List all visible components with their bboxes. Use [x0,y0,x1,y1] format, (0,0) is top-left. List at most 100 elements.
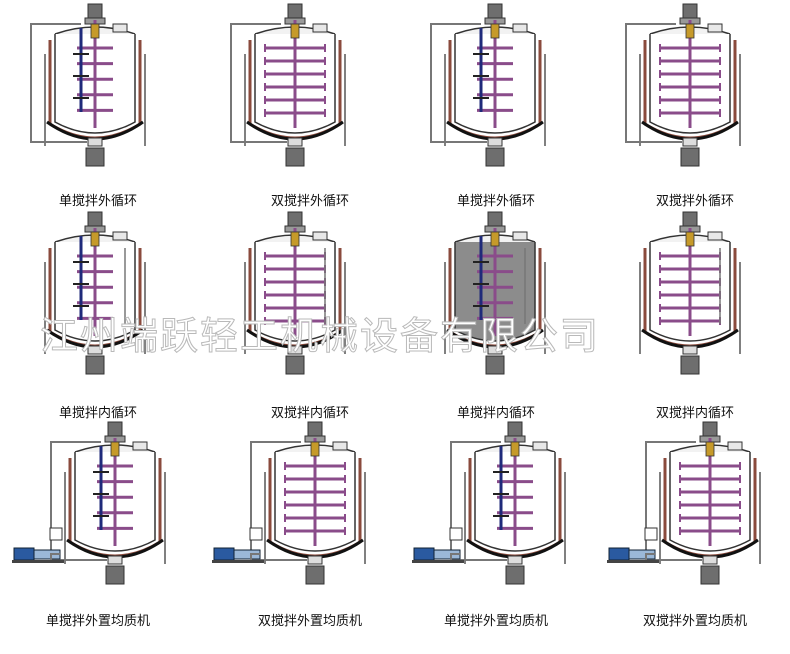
reactor-diagram [639,211,741,375]
pump-motor-icon [413,547,435,561]
reactor-caption: 双搅拌内循环 [270,406,350,421]
shaft-seal [290,231,300,247]
reactor-diagram [12,421,166,585]
shaft-seal [90,231,100,247]
top-motor-icon [287,211,303,227]
external-circulation-pipe [645,441,702,561]
top-motor-icon [307,421,323,437]
bottom-valve-icon [702,555,718,565]
pump-pipe [50,553,60,560]
bottom-homogenizer-motor-icon [680,355,700,375]
bottom-valve-icon [487,137,503,147]
pump-motor-icon [608,547,630,561]
pump-pipe [450,553,460,560]
pump-base [607,560,659,563]
reactor-caption: 单搅拌内循环 [58,406,138,421]
manhole-icon [312,231,328,241]
external-homogenizer-pump [412,527,464,563]
reactor-vessel [450,421,566,585]
external-circulation-pipe [250,441,307,561]
reactor-vessel [639,211,741,375]
reactor-diagram [44,211,146,375]
reactor-item [410,2,600,177]
manhole-icon [707,23,723,33]
top-motor-icon [487,3,503,19]
bottom-valve-icon [107,555,123,565]
manhole-icon [312,23,328,33]
manhole-icon [132,441,148,451]
top-motor-icon [287,3,303,19]
reactor-item [605,420,790,595]
reactor-vessel [430,3,546,167]
top-motor-icon [702,421,718,437]
shaft-seal [90,23,100,39]
reactor-caption: 单搅拌外置均质机 [45,614,151,629]
company-watermark: 江州端跃轻工机械设备有限公司 [39,314,601,359]
pump-motor-icon [213,547,235,561]
external-circulation-pipe [30,23,87,143]
manhole-icon [112,231,128,241]
reactor-vessel [230,3,346,167]
top-motor-icon [487,211,503,227]
external-circulation-pipe [50,441,107,561]
reactor-diagram [625,3,741,167]
reactor-caption: 双搅拌外置均质机 [642,614,748,629]
control-box-icon [449,527,463,541]
top-motor-icon [682,211,698,227]
pump-pipe [645,553,655,560]
reactor-item [410,420,600,595]
bottom-homogenizer-motor-icon [305,565,325,585]
external-homogenizer-pump [212,527,264,563]
manhole-icon [727,441,743,451]
reactor-vessel [44,211,146,375]
reactor-item [10,2,200,177]
reactor-diagram [30,3,146,167]
bottom-homogenizer-motor-icon [700,565,720,585]
reactor-vessel [625,3,741,167]
reactor-item [210,420,400,595]
top-motor-icon [87,211,103,227]
reactor-diagram [444,211,546,375]
pump-motor-icon [13,547,35,561]
shaft-seal [705,441,715,457]
reactor-vessel [244,211,346,375]
control-box-icon [249,527,263,541]
top-motor-icon [107,421,123,437]
bottom-homogenizer-motor-icon [485,355,505,375]
reactor-caption: 双搅拌外循环 [655,194,735,209]
reactor-item [210,2,400,177]
top-motor-icon [507,421,523,437]
pump-base [212,560,264,563]
reactor-caption: 单搅拌外循环 [456,194,536,209]
bottom-homogenizer-motor-icon [680,147,700,167]
pump-base [12,560,64,563]
reactor-item [410,210,600,385]
reactor-vessel [444,211,546,375]
bottom-homogenizer-motor-icon [485,147,505,167]
bottom-homogenizer-motor-icon [285,355,305,375]
external-circulation-pipe [430,23,487,143]
bottom-homogenizer-motor-icon [85,355,105,375]
manhole-icon [512,231,528,241]
external-circulation-pipe [450,441,507,561]
reactor-item [10,420,200,595]
reactor-diagram [430,3,546,167]
bottom-homogenizer-motor-icon [85,147,105,167]
manhole-icon [707,231,723,241]
bottom-valve-icon [682,137,698,147]
shaft-seal [490,231,500,247]
reactor-diagram [412,421,566,585]
reactor-caption: 单搅拌外循环 [58,194,138,209]
bottom-homogenizer-motor-icon [505,565,525,585]
reactor-diagram [244,211,346,375]
reactor-vessel [250,421,366,585]
top-motor-icon [682,3,698,19]
reactor-caption: 单搅拌外置均质机 [443,614,549,629]
top-motor-icon [87,3,103,19]
bottom-homogenizer-motor-icon [105,565,125,585]
control-box-icon [49,527,63,541]
external-circulation-pipe [625,23,682,143]
reactor-caption: 双搅拌外循环 [270,194,350,209]
shaft-seal [510,441,520,457]
shaft-seal [110,441,120,457]
